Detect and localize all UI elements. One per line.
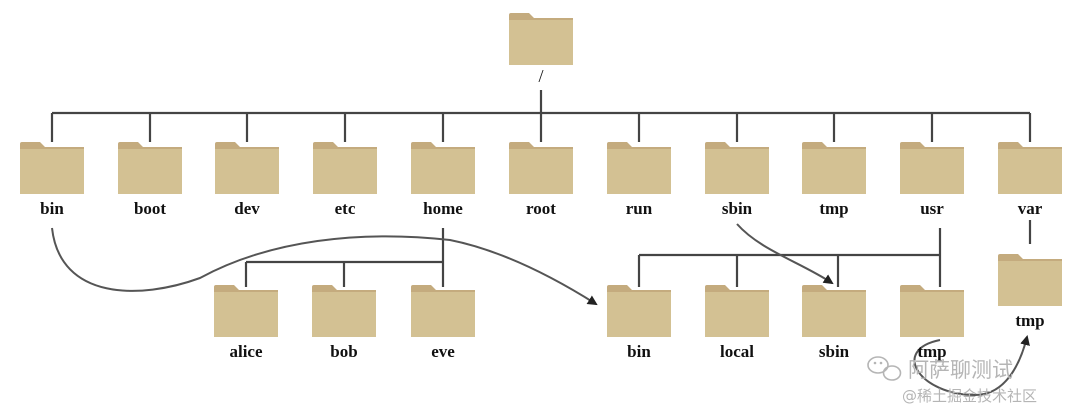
folder-label: dev <box>234 199 260 218</box>
folder-label: bob <box>330 342 357 361</box>
folder-label: usr <box>920 199 944 218</box>
folder-label: run <box>626 199 653 218</box>
folder-label: local <box>720 342 754 361</box>
folder-label: sbin <box>819 342 850 361</box>
folder-bin[interactable]: bin <box>20 142 84 218</box>
folder-home-alice[interactable]: alice <box>214 285 278 361</box>
folder-icon <box>509 20 573 65</box>
folder-home[interactable]: home <box>411 142 475 218</box>
folder-label: root <box>526 199 556 218</box>
folder-icon <box>802 149 866 194</box>
folder-icon <box>214 292 278 337</box>
folder-icon <box>900 292 964 337</box>
folder-usr-tmp[interactable]: tmp <box>900 285 964 361</box>
folder-icon <box>411 292 475 337</box>
folder-icon <box>900 149 964 194</box>
symlink-arrows <box>51 223 1030 397</box>
folder-var[interactable]: var <box>998 142 1062 218</box>
folder-root[interactable]: root <box>509 142 573 218</box>
folder-label: boot <box>134 199 166 218</box>
folder-icon <box>509 149 573 194</box>
folder-home-bob[interactable]: bob <box>312 285 376 361</box>
folder-icon <box>998 261 1062 306</box>
folder-icon <box>312 292 376 337</box>
folder-icon <box>705 292 769 337</box>
folder-label: tmp <box>1015 311 1044 330</box>
folder-icon <box>607 149 671 194</box>
folder-label: home <box>423 199 463 218</box>
symlink-sbin-to-usr-sbin <box>736 223 834 285</box>
folder-usr-bin[interactable]: bin <box>607 285 671 361</box>
folder-icon <box>20 149 84 194</box>
wechat-icon <box>867 356 902 381</box>
folder-root-dir[interactable]: / <box>509 13 573 86</box>
folder-var-tmp[interactable]: tmp <box>998 254 1062 330</box>
folder-home-eve[interactable]: eve <box>411 285 475 361</box>
folder-icon <box>705 149 769 194</box>
folder-usr-local[interactable]: local <box>705 285 769 361</box>
folder-label: sbin <box>722 199 753 218</box>
folder-tmp[interactable]: tmp <box>802 142 866 218</box>
folder-usr-sbin[interactable]: sbin <box>802 285 866 361</box>
folder-icon <box>411 149 475 194</box>
folder-icon <box>998 149 1062 194</box>
folder-label: tmp <box>819 199 848 218</box>
folder-label: tmp <box>917 342 946 361</box>
tree-connectors <box>50 90 1032 287</box>
folder-sbin[interactable]: sbin <box>705 142 769 218</box>
folder-icon <box>607 292 671 337</box>
watermark-subtitle: @稀土掘金技术社区 <box>902 387 1037 405</box>
folder-label: alice <box>229 342 262 361</box>
folder-label: bin <box>40 199 64 218</box>
folder-icon <box>215 149 279 194</box>
root-label: / <box>538 66 543 86</box>
folder-label: bin <box>627 342 651 361</box>
folder-etc[interactable]: etc <box>313 142 377 218</box>
symlink-bin-to-usr-bin <box>51 227 598 306</box>
folder-label: etc <box>335 199 356 218</box>
folder-usr[interactable]: usr <box>900 142 964 218</box>
folder-layer: / bin boot dev etc home root run sbin tmp usr var al… <box>20 13 1062 361</box>
folder-run[interactable]: run <box>607 142 671 218</box>
symlink-usr-tmp-to-var-tmp <box>913 335 1030 397</box>
folder-icon <box>802 292 866 337</box>
folder-dev[interactable]: dev <box>215 142 279 218</box>
watermark-title: 阿萨聊测试 <box>908 358 1013 382</box>
folder-icon <box>313 149 377 194</box>
folder-label: eve <box>431 342 455 361</box>
folder-label: var <box>1018 199 1043 218</box>
folder-boot[interactable]: boot <box>118 142 182 218</box>
watermark: 阿萨聊测试 @稀土掘金技术社区 <box>867 356 1037 405</box>
folder-icon <box>118 149 182 194</box>
